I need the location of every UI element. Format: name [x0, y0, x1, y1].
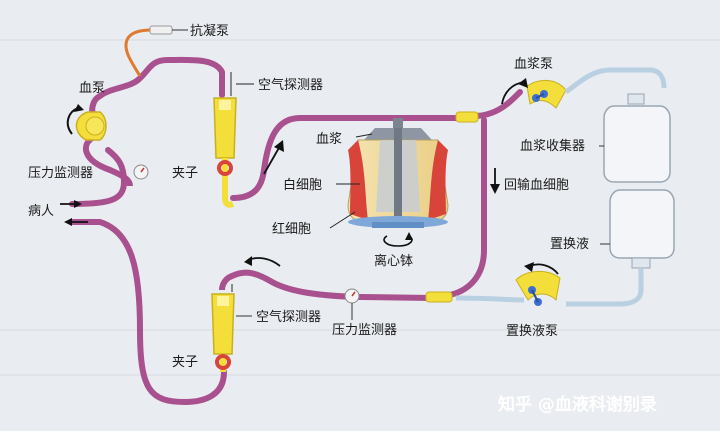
replacement-pump: [455, 262, 561, 306]
label-replacement-fluid: 置换液: [550, 237, 589, 252]
label-blood-pump: 血泵: [79, 81, 105, 96]
blood-pump: [66, 104, 107, 141]
plasma-collector-bag: [599, 93, 671, 183]
plasma-pump: [501, 67, 667, 109]
background-lines: [0, 39, 720, 376]
air-detector-bottom: [211, 273, 235, 372]
anticoagulant-line: [124, 28, 153, 77]
pressure-monitor-left: [108, 164, 149, 187]
label-plasma: 血浆: [316, 132, 342, 147]
label-pressure-monitor-left: 压力监测器: [28, 166, 93, 181]
label-plasma-pump: 血浆泵: [514, 57, 553, 72]
replacement-fluid-bag: [566, 189, 675, 307]
label-clamp-bottom: 夹子: [172, 355, 198, 370]
junctions: [425, 111, 479, 303]
watermark: 知乎 @血液科谢别录: [497, 394, 657, 415]
label-patient: 病人: [28, 204, 54, 219]
label-air-detector-bottom: 空气探测器: [256, 309, 321, 325]
label-replacement-pump: 置换液泵: [506, 324, 558, 339]
label-plasma-collector: 血浆收集器: [520, 138, 585, 154]
label-air-detector-top: 空气探测器: [258, 77, 323, 93]
label-red-cells: 红细胞: [272, 221, 311, 237]
flow-arrow-top: [263, 140, 284, 175]
label-centrifuge-bowl: 离心钵: [374, 253, 413, 269]
label-clamp-top: 夹子: [172, 166, 198, 181]
pressure-monitor-bottom: [344, 288, 360, 304]
label-white-cells: 白细胞: [283, 177, 322, 193]
anticoagulant-connector: [149, 25, 173, 35]
label-pressure-monitor-bottom: 压力监测器: [332, 323, 397, 338]
centrifuge-bowl: [347, 118, 449, 247]
patient-arrows: [60, 200, 88, 226]
leader-lines: [236, 83, 353, 320]
bowl-leader-lines: [329, 133, 373, 229]
label-return-cells: 回输血细胞: [504, 177, 569, 193]
return-arrow: [490, 168, 500, 194]
flow-arrow-bottom: [244, 256, 281, 267]
label-anticoagulant-pump: 抗凝泵: [190, 23, 229, 39]
air-detector-top: [213, 72, 237, 208]
